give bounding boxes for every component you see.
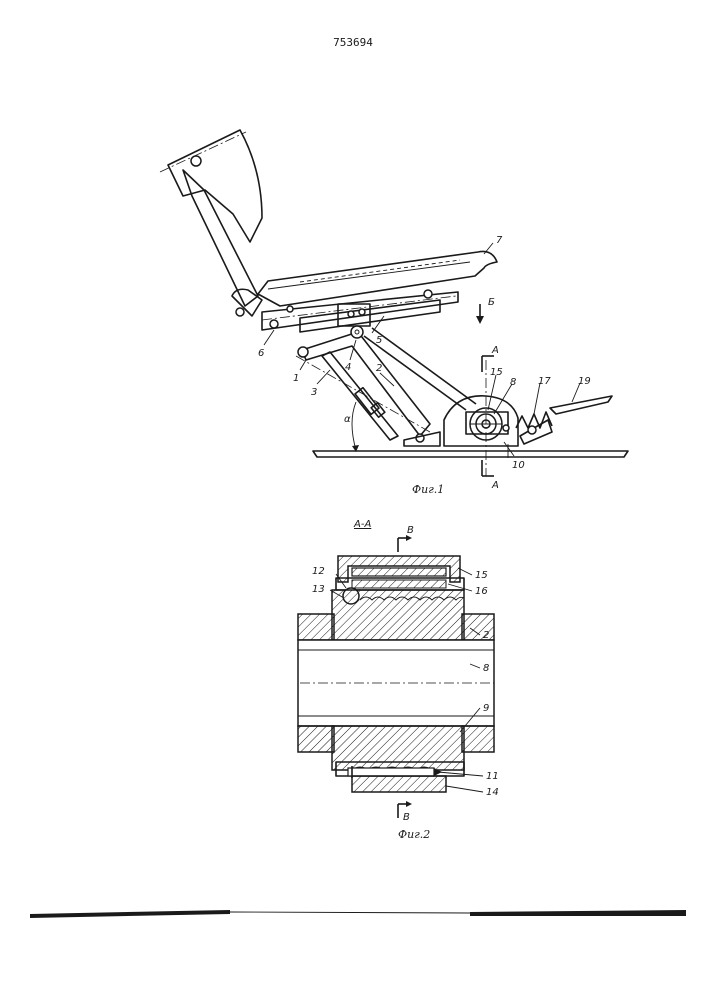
label-5: 5 (376, 335, 382, 346)
seat-cushion (258, 251, 497, 306)
label-4: 4 (345, 362, 351, 373)
label-12: 12 (312, 566, 325, 577)
angle-arc (352, 402, 356, 450)
label-13: 13 (312, 584, 325, 595)
label-16: 16 (475, 586, 488, 597)
label-14: 14 (486, 787, 499, 798)
label-19: 19 (578, 376, 591, 387)
label-1: 1 (293, 373, 299, 384)
label-6: 6 (258, 348, 264, 359)
section-mark-top: А (491, 345, 499, 356)
hub-upper (332, 590, 464, 640)
label-3: 3 (311, 387, 317, 398)
label-15: 15 (490, 367, 503, 378)
pin-11 (348, 768, 434, 776)
label-17: 17 (538, 376, 551, 387)
label-2: 2 (376, 363, 382, 374)
label-15b: 15 (475, 570, 488, 581)
gas-strut (322, 352, 398, 440)
label-9: 9 (483, 703, 489, 714)
label-11: 11 (486, 771, 499, 782)
figure-2: А-А В В (298, 519, 499, 841)
base-plate (313, 451, 628, 457)
figure-1-caption: Фиг.1 (412, 483, 444, 496)
ring-16 (352, 568, 446, 576)
bottom-border-left (30, 910, 230, 918)
hub-lower (332, 726, 464, 770)
view-mark-top-label: В (407, 525, 414, 536)
patent-number: 753694 (333, 36, 373, 49)
scissor-lever (302, 332, 430, 436)
bottom-border-right (470, 910, 686, 916)
figure-2-caption: Фиг.2 (398, 828, 430, 841)
label-8: 8 (510, 377, 516, 388)
release-pedal (550, 396, 612, 414)
figure-1: А А Б α 7 6 4 5 1 3 2 15 (160, 130, 628, 496)
ring-16-lower (352, 580, 446, 588)
label-7: 7 (496, 235, 503, 246)
lever-wall-top-left (298, 614, 334, 640)
section-mark-bottom: А (491, 480, 499, 491)
lever-wall-bottom-left (298, 726, 334, 752)
view-mark-bottom-label: В (403, 812, 410, 823)
label-8b: 8 (483, 663, 489, 674)
label-10: 10 (512, 460, 525, 471)
lever-wall-bottom-right (462, 726, 494, 752)
housing-cap-bottom (352, 776, 446, 792)
label-2b: 2 (483, 630, 489, 641)
section-title: А-А (353, 519, 371, 530)
view-arrow-label: Б (488, 297, 495, 308)
angle-label: α (344, 414, 351, 425)
